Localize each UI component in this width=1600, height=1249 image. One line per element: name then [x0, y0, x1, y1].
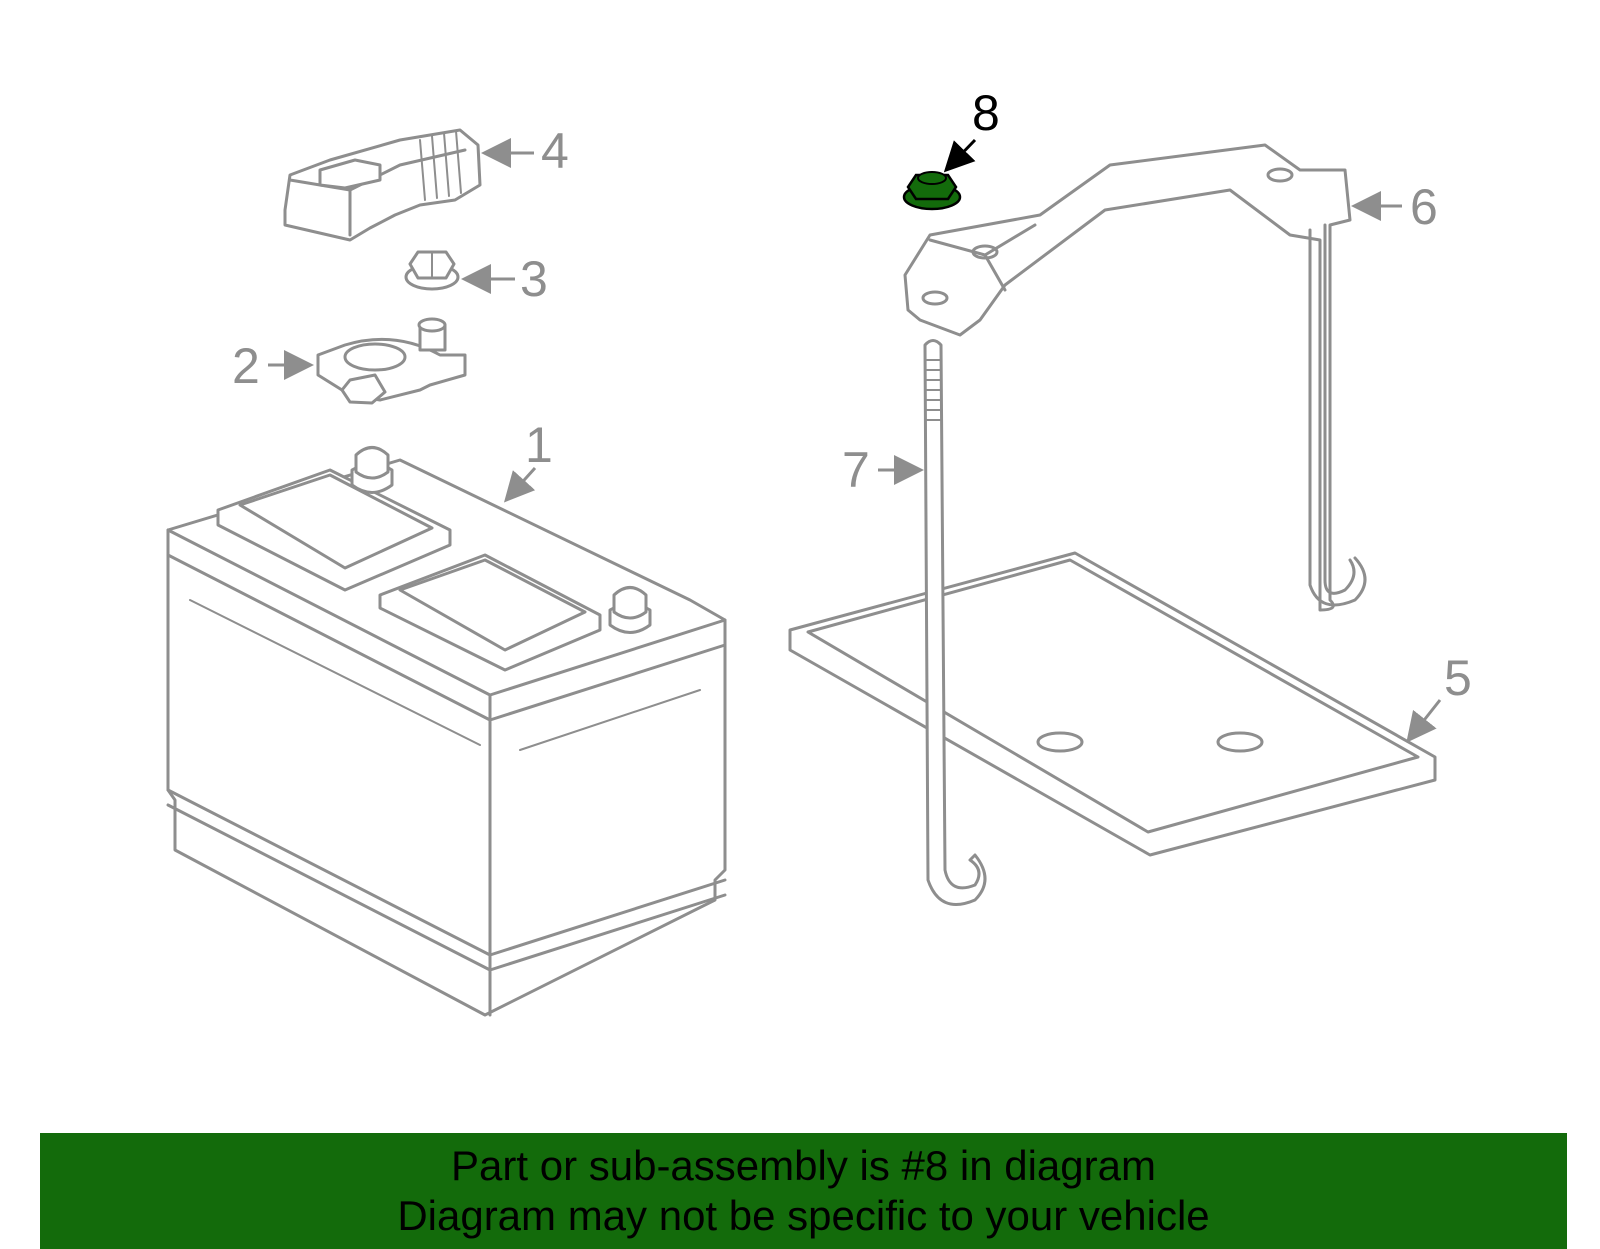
hold-down-bracket[interactable]: [903, 143, 1367, 612]
callout-6: 6: [1351, 179, 1438, 235]
battery-terminal-negative: [608, 586, 652, 634]
battery-terminal-positive: [350, 446, 394, 494]
callout-label-7: 7: [842, 442, 870, 498]
terminal-nut[interactable]: [404, 250, 460, 291]
info-banner: Part or sub-assembly is #8 in diagram Di…: [40, 1133, 1567, 1249]
battery[interactable]: [166, 446, 727, 1017]
callout-4: 4: [481, 123, 569, 179]
callout-label-3: 3: [520, 251, 548, 307]
callout-label-1: 1: [525, 417, 553, 473]
banner-line-1: Part or sub-assembly is #8 in diagram: [451, 1142, 1156, 1189]
callout-label-5: 5: [1444, 650, 1472, 706]
callout-2: 2: [232, 338, 314, 394]
callout-label-8: 8: [972, 85, 1000, 141]
callout-5: 5: [1406, 650, 1472, 743]
callout-label-2: 2: [232, 338, 260, 394]
terminal-cover[interactable]: [283, 128, 482, 242]
battery-tray[interactable]: [788, 551, 1437, 857]
callout-label-6: 6: [1410, 179, 1438, 235]
hold-down-rod[interactable]: [923, 339, 987, 906]
callout-8: 8: [943, 85, 1000, 173]
callout-1: 1: [503, 417, 553, 503]
terminal-clamp[interactable]: [316, 317, 467, 405]
flange-nut[interactable]: [902, 171, 962, 211]
callout-7: 7: [842, 442, 924, 498]
banner-line-2: Diagram may not be specific to your vehi…: [397, 1192, 1210, 1239]
callout-label-4: 4: [541, 123, 569, 179]
callout-3: 3: [461, 251, 548, 307]
